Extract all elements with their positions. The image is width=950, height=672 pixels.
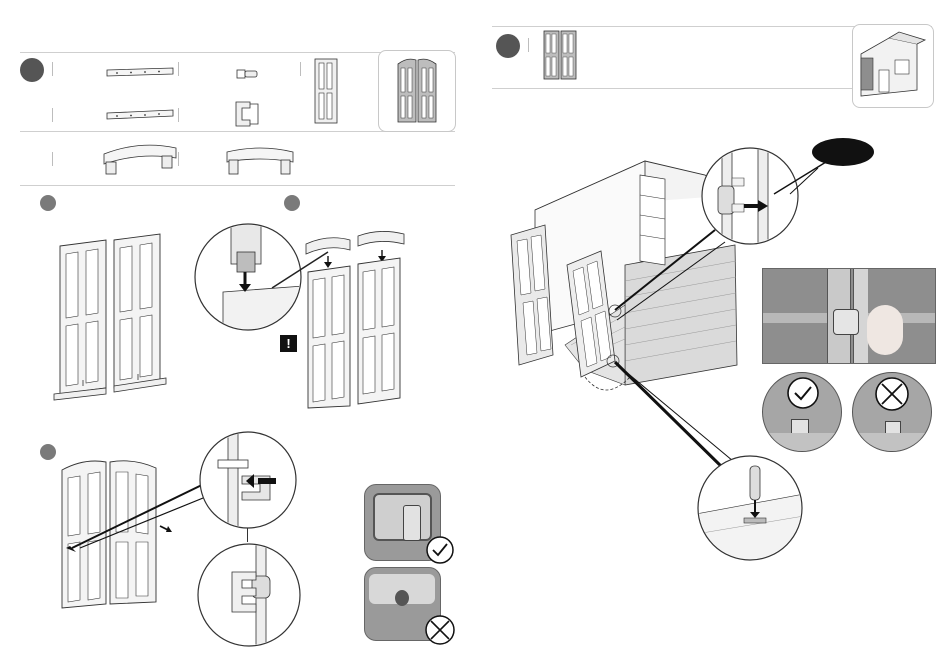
check-circle-icon <box>786 376 820 410</box>
parts-separator <box>52 108 53 122</box>
zoom-link-line <box>247 528 248 542</box>
substep-c-marker <box>40 444 56 460</box>
check-circle-icon <box>425 535 455 565</box>
floor-pin-zoom <box>696 454 804 562</box>
substep-b-door-pair <box>300 210 420 410</box>
header-separator <box>528 38 529 52</box>
cross-circle-icon <box>874 376 910 412</box>
substep-c-connector-lines <box>70 470 210 550</box>
part-door-panel <box>314 58 338 124</box>
arrow-right-icon <box>158 522 174 534</box>
part-top-arch-rail <box>102 140 178 176</box>
substep-a-door-pair <box>50 228 180 418</box>
shed-thumbnail <box>855 30 929 100</box>
parts-separator <box>52 62 53 76</box>
hinge-zoom-top <box>198 430 298 530</box>
warning-symbol: ! <box>280 335 297 352</box>
part-middle-rail <box>105 108 175 122</box>
part-double-door <box>397 56 437 124</box>
hinge-zoom-bottom <box>196 542 302 648</box>
step-marker-right <box>496 34 520 58</box>
left-parts-divider-rule <box>20 185 455 186</box>
parts-separator <box>52 152 53 166</box>
header-double-door-icon <box>543 30 577 80</box>
cross-circle-icon <box>424 614 456 646</box>
substep-b-marker <box>284 195 300 211</box>
parts-separator <box>300 62 301 76</box>
parts-separator <box>178 108 179 122</box>
step-marker-main <box>20 58 44 82</box>
parts-separator <box>178 152 179 166</box>
callout-label-pointer <box>770 158 830 198</box>
parts-separator <box>178 62 179 76</box>
right-header-rule-bottom <box>492 88 852 89</box>
photo-hinge-installation <box>762 268 936 364</box>
part-arch-top-rail <box>225 142 295 176</box>
substep-a-marker <box>40 195 56 211</box>
part-hinge-pin <box>235 68 259 80</box>
part-hinge-bracket <box>232 98 262 130</box>
part-lower-rail <box>105 66 175 80</box>
